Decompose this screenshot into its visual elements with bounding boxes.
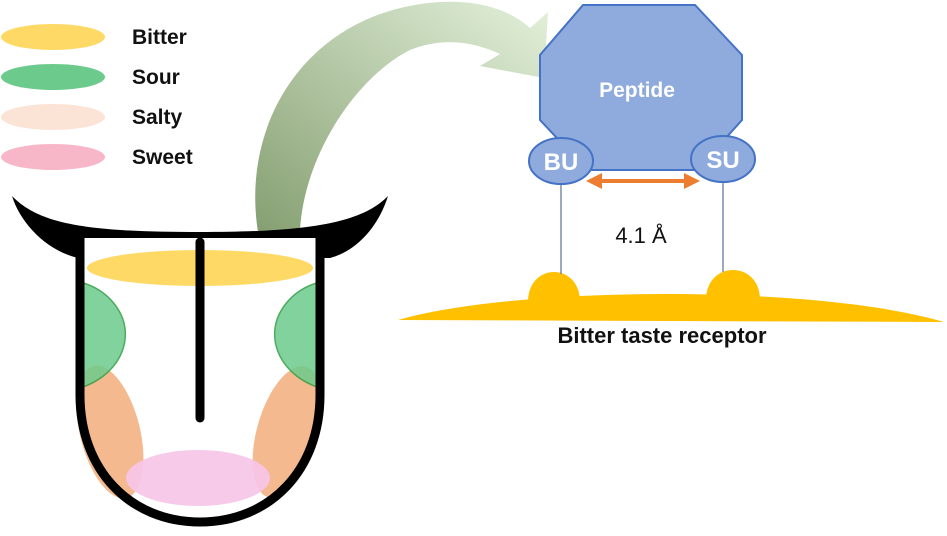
distance-label: 4.1 Å — [615, 223, 667, 248]
distance-arrowhead-left — [586, 173, 602, 189]
tongue-zone-sweet — [126, 450, 270, 506]
subunits: BU SU — [528, 135, 756, 185]
tongue-zone-sour-right — [273, 281, 321, 390]
tongue-outline — [75, 233, 325, 527]
receptor: Bitter taste receptor — [398, 270, 944, 348]
tongue — [12, 196, 388, 527]
legend-label-salty: Salty — [132, 106, 183, 129]
receptor-label: Bitter taste receptor — [557, 323, 767, 348]
legend-label-sweet: Sweet — [132, 146, 193, 169]
legend: Bitter Sour Salty Sweet — [1, 24, 193, 170]
legend-label-bitter: Bitter — [132, 26, 187, 49]
receptor-binding-site-left — [528, 272, 580, 302]
subunit-bu-label: BU — [544, 149, 579, 176]
peptide-label: Peptide — [599, 79, 675, 102]
legend-label-sour: Sour — [132, 66, 180, 89]
subunit-bu — [528, 137, 594, 185]
distance-arrowhead-right — [684, 173, 700, 189]
subunit-su-label: SU — [706, 147, 739, 174]
legend-swatch-salty — [1, 104, 105, 130]
tongue-zone-sour-left — [79, 281, 127, 390]
legend-swatch-sour — [1, 64, 105, 90]
peptide: Peptide — [539, 4, 743, 171]
subunit-su — [690, 135, 756, 183]
legend-swatch-bitter — [1, 24, 105, 50]
receptor-membrane — [398, 293, 944, 322]
distance-indicator: 4.1 Å — [586, 173, 700, 248]
curved-arrow — [255, 1, 548, 233]
legend-swatch-sweet — [1, 144, 105, 170]
receptor-binding-site-right — [706, 270, 760, 300]
